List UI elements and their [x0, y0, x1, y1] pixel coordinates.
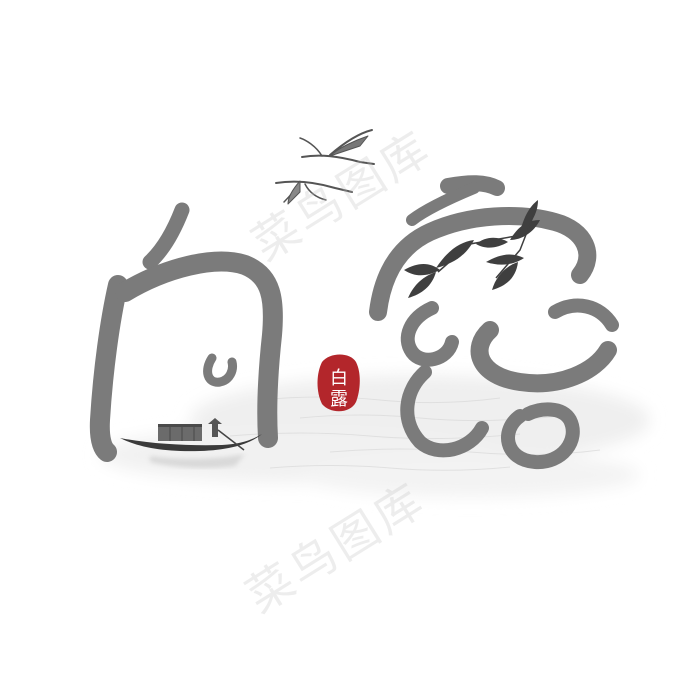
bamboo-stems [437, 213, 535, 279]
seal-icon: 白 露 [317, 354, 360, 412]
boat-reflection [150, 454, 245, 469]
calligraphy-char-lu [369, 175, 619, 470]
boat-icon [120, 418, 262, 452]
seal-text-bottom: 露 [330, 389, 348, 410]
crane-icon [275, 129, 375, 205]
calligraphy-char-bai [89, 202, 283, 462]
seal-text-top: 白 [330, 368, 348, 389]
